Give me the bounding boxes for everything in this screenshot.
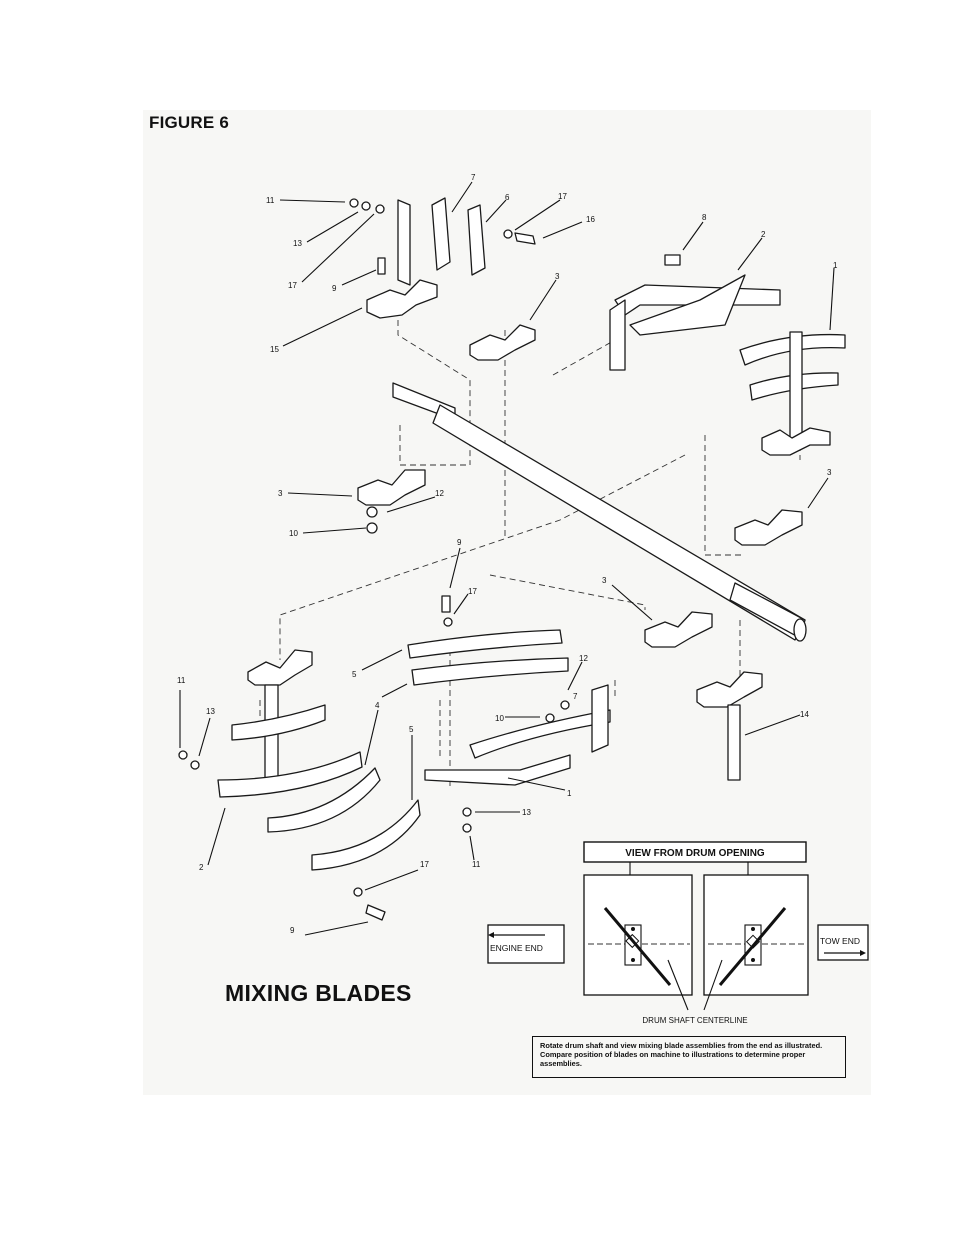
callout: 3 [555, 272, 560, 281]
callout: 17 [288, 281, 297, 290]
callout: 14 [800, 710, 809, 719]
center-blades [407, 595, 569, 686]
callout-numbers: 11 13 17 9 15 7 6 17 16 8 2 3 1 3 12 10 … [177, 173, 838, 935]
lower-left-blades [178, 649, 421, 921]
callout: 10 [289, 529, 298, 538]
top-right-blade [609, 254, 781, 371]
centerline-label: DRUM SHAFT CENTERLINE [642, 1016, 747, 1025]
engine-end-label: ENGINE END [490, 943, 543, 953]
drum-shaft [392, 382, 807, 642]
callout: 17 [468, 587, 477, 596]
leader-lines [179, 181, 835, 936]
callout: 4 [375, 701, 380, 710]
callout: 11 [177, 676, 186, 685]
callout: 9 [457, 538, 462, 547]
lower-center-blade [424, 684, 611, 833]
callout: 1 [833, 261, 838, 270]
callout: 12 [435, 489, 444, 498]
callout: 15 [270, 345, 279, 354]
figure-label: FIGURE 6 [149, 113, 230, 132]
callout: 3 [602, 576, 607, 585]
callout: 6 [505, 193, 510, 202]
callout: 13 [206, 707, 215, 716]
instruction-note: Rotate drum shaft and view mixing blade … [532, 1036, 846, 1078]
engine-end-box [487, 924, 565, 964]
callout: 3 [827, 468, 832, 477]
callout: 3 [278, 489, 283, 498]
callout: 13 [522, 808, 531, 817]
callout: 7 [471, 173, 476, 182]
tow-end-label: TOW END [820, 936, 860, 946]
callout: 17 [420, 860, 429, 869]
callout: 10 [495, 714, 504, 723]
callout: 2 [199, 863, 204, 872]
callout: 16 [586, 215, 595, 224]
callout: 7 [573, 692, 578, 701]
callout: 11 [266, 196, 275, 205]
tow-end-box [817, 924, 869, 961]
view-inset: VIEW FROM DRUM OPENING ENGINE END TOW EN… [487, 841, 869, 1025]
mid-brackets [357, 324, 803, 781]
callout: 1 [567, 789, 572, 798]
callout: 11 [472, 860, 481, 869]
callout: 9 [332, 284, 337, 293]
callout: 5 [409, 725, 414, 734]
callout: 17 [558, 192, 567, 201]
callout: 13 [293, 239, 302, 248]
callout: 12 [579, 654, 588, 663]
callout: 8 [702, 213, 707, 222]
top-bracket-assembly [349, 197, 536, 319]
callout: 9 [290, 926, 295, 935]
callout: 2 [761, 230, 766, 239]
callout: 5 [352, 670, 357, 679]
diagram-title: MIXING BLADES [225, 980, 412, 1006]
view-header: VIEW FROM DRUM OPENING [625, 848, 765, 859]
right-blade-assembly [739, 331, 846, 456]
